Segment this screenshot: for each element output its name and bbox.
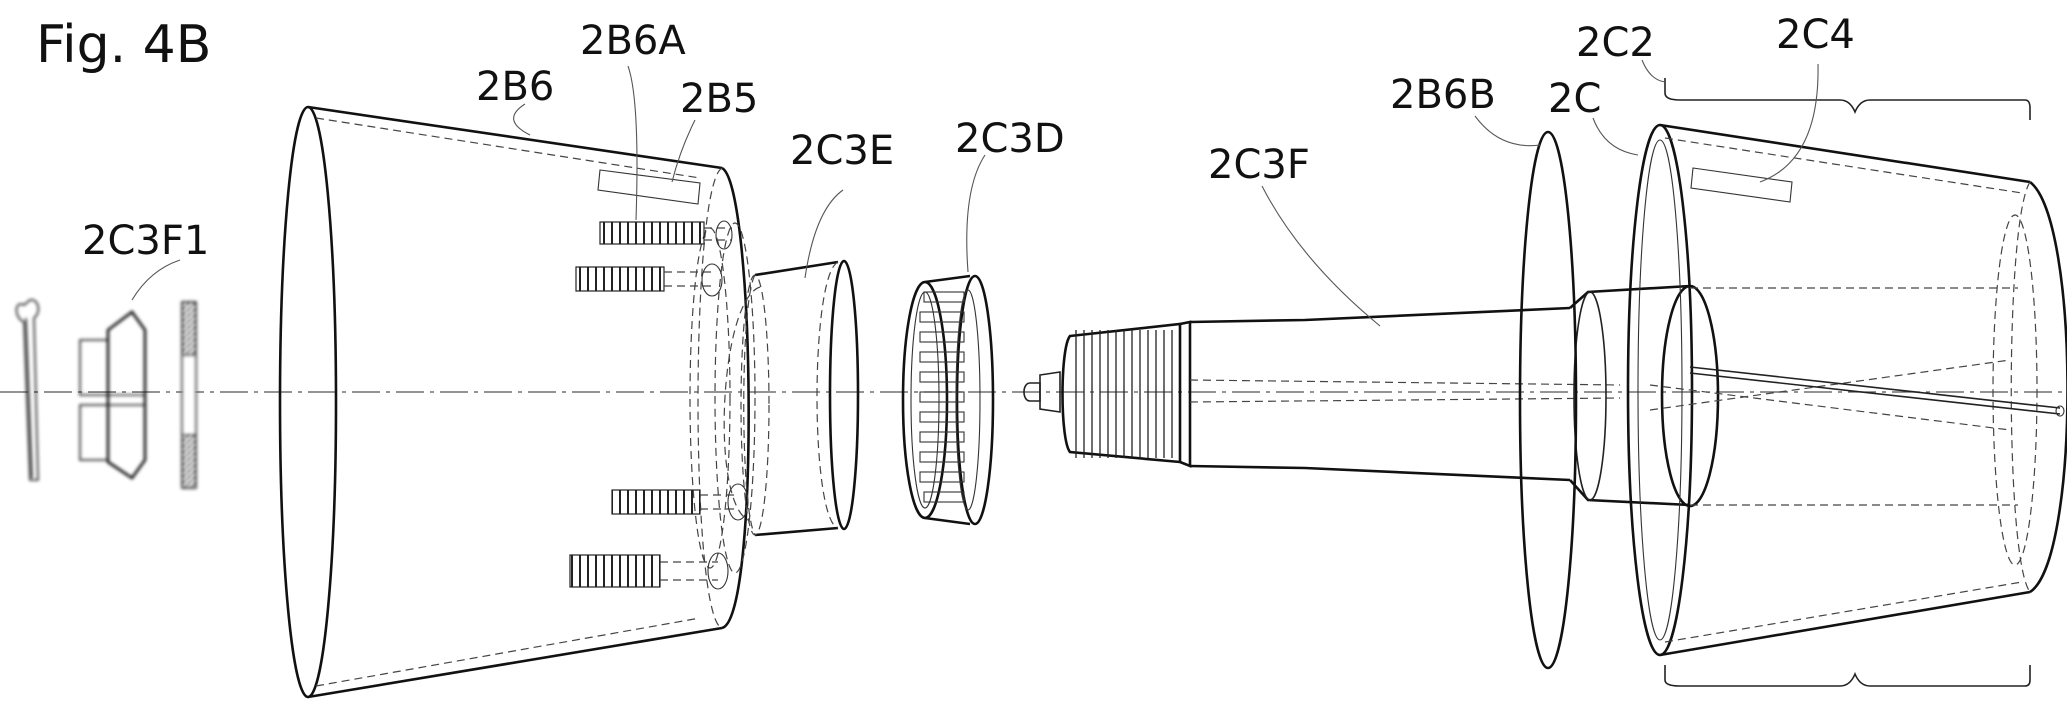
label-2c3f1: 2C3F1 xyxy=(82,218,209,264)
label-2c4: 2C4 xyxy=(1776,12,1855,58)
cotter-pin xyxy=(15,299,40,481)
figure-title: Fig. 4B xyxy=(36,15,211,75)
label-plate-2c4 xyxy=(1690,167,1793,203)
label-2b6: 2B6 xyxy=(476,64,554,110)
label-2c3f: 2C3F xyxy=(1208,142,1310,188)
bearing-race-2c3e xyxy=(723,259,860,537)
castle-nut xyxy=(79,310,147,480)
label-2b5: 2B5 xyxy=(680,76,758,122)
label-2c3d: 2C3D xyxy=(955,116,1065,162)
label-2c2: 2C2 xyxy=(1576,20,1655,66)
hub-2b6 xyxy=(278,105,756,699)
washer xyxy=(181,301,197,489)
bracket-2c2 xyxy=(1664,78,2031,687)
bearing-2c3d xyxy=(901,274,995,526)
label-2c: 2C xyxy=(1548,76,1601,122)
wheel-studs-2b6a xyxy=(569,220,749,590)
spindle-2c3f xyxy=(1023,284,1720,508)
label-2b6b: 2B6B xyxy=(1390,72,1496,118)
label-2c3e: 2C3E xyxy=(790,128,894,174)
drum-2c xyxy=(1626,123,2067,657)
seal-disc-2b6b xyxy=(1518,130,1578,670)
label-plate-2b5 xyxy=(597,169,701,205)
label-2b6a: 2B6A xyxy=(580,18,686,64)
leader-lines xyxy=(131,59,1819,327)
